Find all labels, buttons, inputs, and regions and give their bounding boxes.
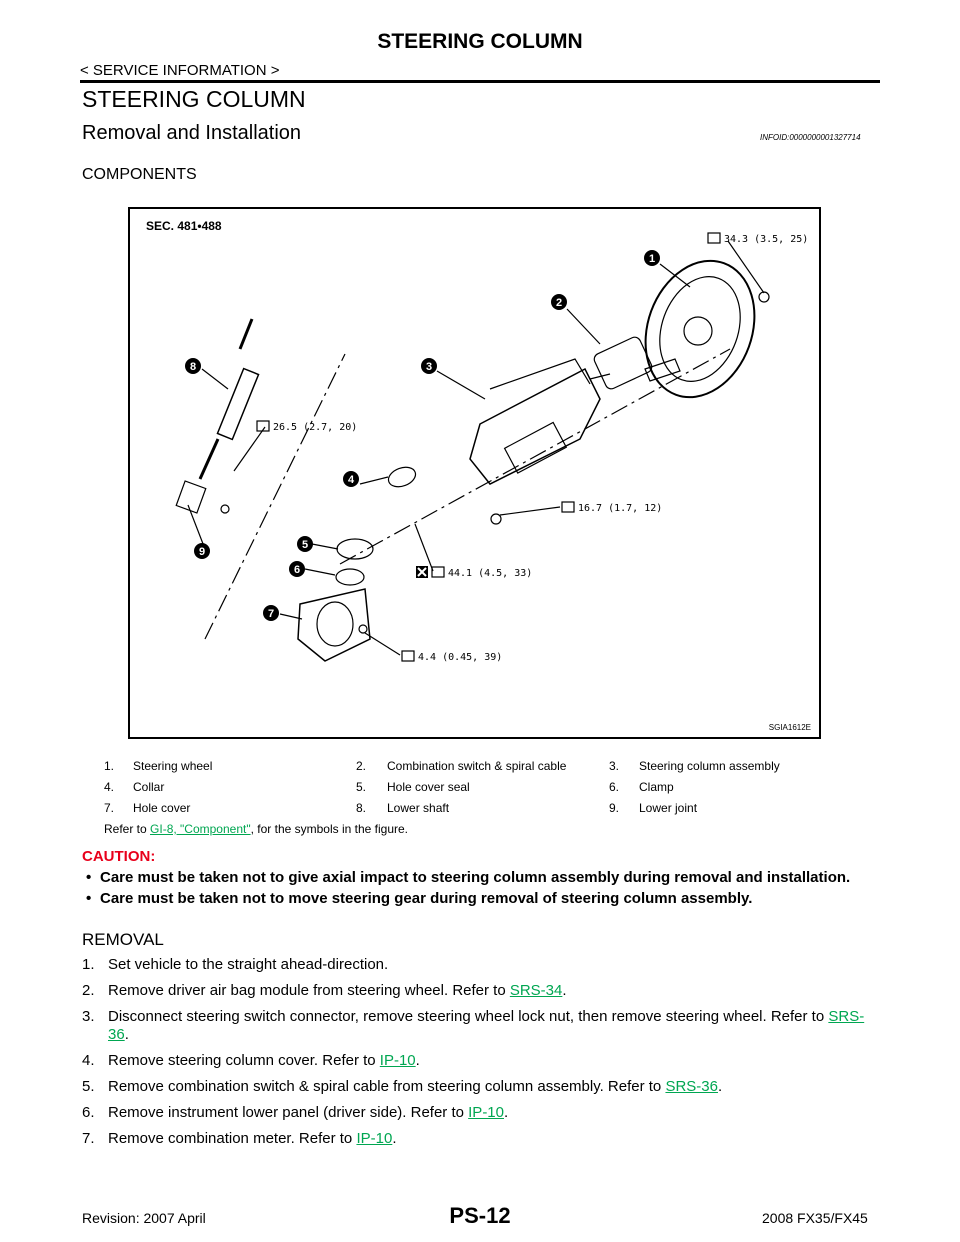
refer-note: Refer to GI-8, "Component", for the symb… <box>104 822 408 836</box>
step-end: . <box>504 1104 509 1121</box>
link-ip-10[interactable]: IP-10 <box>379 1052 416 1069</box>
step-number: 1. <box>82 956 95 973</box>
list-item: 6. Remove instrument lower panel (driver … <box>82 1104 882 1122</box>
torque-26-5: 26.5 (2.7, 20) <box>273 422 357 433</box>
legend-num: 1. <box>104 759 115 773</box>
footer-revision: Revision: 2007 April <box>82 1210 206 1226</box>
link-ip-10[interactable]: IP-10 <box>468 1104 504 1121</box>
list-item: 4. Remove steering column cover. Refer to… <box>82 1052 882 1070</box>
legend-num: 7. <box>104 801 115 815</box>
caution-item: Care must be taken not to give axial imp… <box>86 868 886 887</box>
link-srs-34[interactable]: SRS-34 <box>509 982 563 999</box>
step-end: . <box>717 1078 723 1095</box>
callout-1: 1 <box>649 253 655 265</box>
step-end: . <box>415 1052 420 1069</box>
legend-num: 3. <box>609 759 620 773</box>
legend-label: Lower shaft <box>387 801 450 815</box>
step-text: Remove steering column cover. Refer to <box>108 1052 380 1069</box>
legend-label: Clamp <box>639 780 674 794</box>
step-text: Remove instrument lower panel (driver si… <box>108 1104 469 1121</box>
legend-label: Steering column assembly <box>639 759 780 773</box>
step-end: . <box>562 982 567 999</box>
section-title: STEERING COLUMN <box>82 86 306 112</box>
link-srs-36[interactable]: SRS-36 <box>108 1008 865 1043</box>
legend-num: 2. <box>356 759 367 773</box>
legend-num: 8. <box>356 801 367 815</box>
figure-code: SGIA1612E <box>768 723 811 732</box>
torque-16-7: 16.7 (1.7, 12) <box>578 503 662 514</box>
refer-prefix: Refer to <box>104 822 151 836</box>
caution-label: CAUTION: <box>82 848 156 865</box>
removal-heading: REMOVAL <box>82 930 164 949</box>
legend-label: Hole cover seal <box>387 780 470 794</box>
footer-model: 2008 FX35/FX45 <box>762 1210 868 1226</box>
page-header-title: STEERING COLUMN <box>377 30 583 53</box>
torque-4-4: 4.4 (0.45, 39) <box>418 652 502 663</box>
legend-label: Combination switch & spiral cable <box>387 759 567 773</box>
breadcrumb: < SERVICE INFORMATION > <box>80 62 280 79</box>
legend-label: Steering wheel <box>133 759 213 773</box>
callout-2: 2 <box>556 297 562 309</box>
removal-steps: 1. Set vehicle to the straight ahead-dire… <box>82 956 882 1156</box>
page-number: PS-12 <box>449 1203 511 1228</box>
step-number: 4. <box>82 1052 95 1069</box>
step-end: . <box>124 1026 129 1043</box>
step-text: Set vehicle to the straight ahead-direct… <box>108 956 389 973</box>
info-id: INFOID:0000000001327714 <box>760 133 861 142</box>
figure-sec-label: SEC. 481•488 <box>146 219 222 233</box>
caution-item: Care must be taken not to move steering … <box>86 889 886 908</box>
callout-9: 9 <box>199 546 205 558</box>
header-divider <box>80 80 880 83</box>
caution-list: Care must be taken not to give axial imp… <box>86 868 886 910</box>
callout-7: 7 <box>268 608 274 620</box>
callout-3: 3 <box>426 361 432 373</box>
legend-num: 5. <box>356 780 367 794</box>
callout-6: 6 <box>294 564 300 576</box>
step-number: 6. <box>82 1104 95 1121</box>
step-end: . <box>392 1130 397 1147</box>
legend-label: Hole cover <box>133 801 191 815</box>
callout-8: 8 <box>190 361 196 373</box>
callout-4: 4 <box>348 474 355 486</box>
step-number: 3. <box>82 1008 95 1025</box>
list-item: 5. Remove combination switch & spiral cab… <box>82 1078 882 1096</box>
list-item: 1. Set vehicle to the straight ahead-dire… <box>82 956 882 974</box>
step-number: 5. <box>82 1078 95 1095</box>
subsection-title: Removal and Installation <box>82 122 302 144</box>
link-srs-36[interactable]: SRS-36 <box>665 1078 718 1095</box>
link-gi-8[interactable]: GI-8, "Component" <box>150 822 251 836</box>
step-text: Disconnect steering switch connector, re… <box>108 1008 829 1025</box>
list-item: 2. Remove driver air bag module from stee… <box>82 982 882 1000</box>
step-text: Remove combination meter. Refer to <box>108 1130 357 1147</box>
components-figure: SEC. 481•488 <box>128 207 821 739</box>
legend-num: 4. <box>104 780 115 794</box>
legend-label: Lower joint <box>639 801 698 815</box>
exploded-diagram: 34.3 (3.5, 25) 26.5 (2.7, 20) 16.7 (1.7,… <box>175 232 808 663</box>
legend-label: Collar <box>133 780 165 794</box>
step-text: Remove combination switch & spiral cable… <box>108 1078 666 1095</box>
list-item: 7. Remove combination meter. Refer to IP-… <box>82 1130 882 1148</box>
components-heading: COMPONENTS <box>82 166 197 183</box>
step-number: 7. <box>82 1130 95 1147</box>
torque-44-1: 44.1 (4.5, 33) <box>448 568 532 579</box>
callout-5: 5 <box>302 539 308 551</box>
legend-num: 9. <box>609 801 620 815</box>
step-number: 2. <box>82 982 95 999</box>
list-item: 3. Disconnect steering switch connector, … <box>82 1008 882 1044</box>
torque-34-3: 34.3 (3.5, 25) <box>724 234 808 245</box>
step-text: Remove driver air bag module from steeri… <box>108 982 510 999</box>
link-ip-10[interactable]: IP-10 <box>356 1130 393 1147</box>
legend-num: 6. <box>609 780 620 794</box>
refer-suffix: , for the symbols in the figure. <box>250 822 409 836</box>
